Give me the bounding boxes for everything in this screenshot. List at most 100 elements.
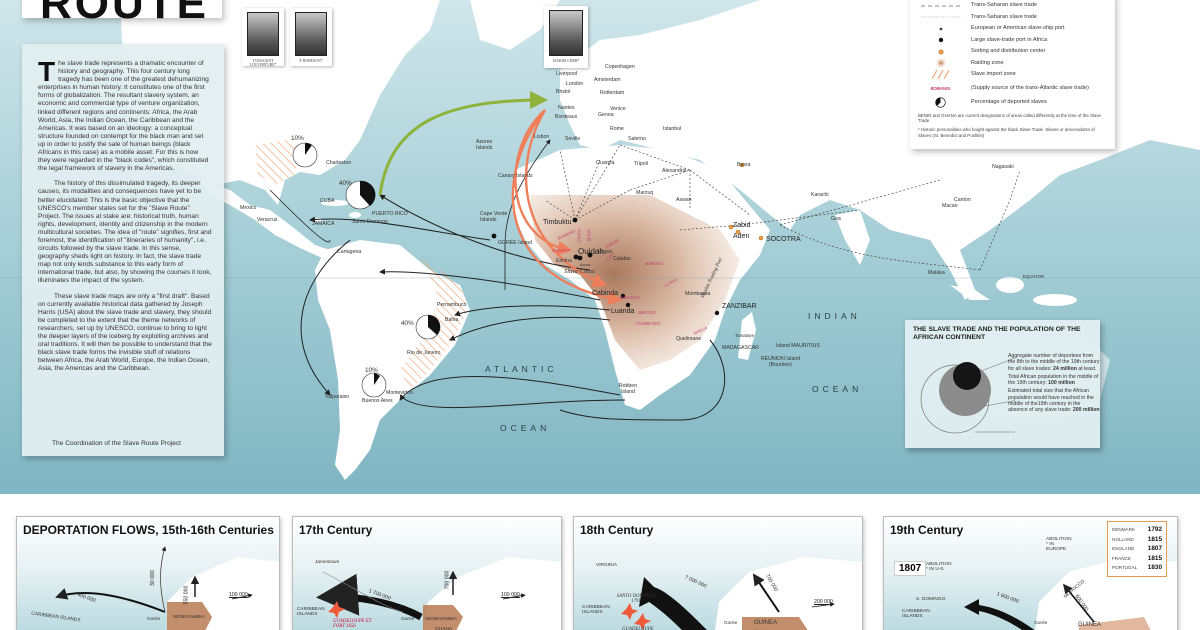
century-panels: DEPORTATION FLOWS, 15th-16th Centuries 4… bbox=[0, 494, 1200, 630]
legend-row: Trans-Saharan slave trade bbox=[918, 0, 1107, 12]
panel-label: CARIBBEAN ISLANDS bbox=[582, 605, 610, 615]
panel-label: SANTO DOMINGO 1791 bbox=[616, 594, 656, 604]
pct-caribbean: 40% bbox=[339, 180, 352, 187]
map-legend: Trans-Saharan slave trade Trans-Saharan … bbox=[910, 0, 1115, 149]
place-malaka: Malaka bbox=[928, 270, 945, 276]
population-box-text: Aggregate number of deportees from the 8… bbox=[1008, 353, 1100, 414]
place-lagos: Lagos bbox=[598, 249, 613, 255]
place-rome: Rome bbox=[610, 126, 624, 132]
legend-row: Slave import zone bbox=[918, 69, 1107, 81]
tribe-label: BOBANGI bbox=[645, 261, 663, 266]
panel-label: Jamestown bbox=[315, 560, 340, 565]
pie-chart-icon bbox=[918, 96, 963, 108]
place-buenos-aires: Buenos Aires bbox=[362, 398, 393, 404]
place-madagascar: MADAGASCAR bbox=[722, 345, 759, 351]
legend-row: Large slave-trade port in Africa bbox=[918, 35, 1107, 47]
panel-label: GUINEA bbox=[754, 620, 778, 626]
portrait-robeson: P. ROBESON* bbox=[290, 8, 332, 66]
place-rio: Rio de Janeiro bbox=[407, 350, 441, 356]
intro-signature: The Coordination of the Slave Route Proj… bbox=[52, 439, 182, 447]
place-nagasaki: Nagasaki bbox=[992, 164, 1014, 170]
pie-caribbean bbox=[345, 180, 376, 210]
place-bahia: Bahia bbox=[445, 317, 459, 323]
place-accra: Accra bbox=[580, 262, 591, 267]
portrait-photo bbox=[247, 12, 279, 56]
small-dot-icon bbox=[918, 26, 963, 32]
population-circles-icon bbox=[920, 357, 1015, 434]
place-jamaica: JAMAICA bbox=[312, 221, 335, 227]
place-santo-domingo: Santo Domingo bbox=[352, 219, 388, 225]
place-cartagena: Cartagena bbox=[337, 249, 362, 255]
tribe-label: BENIN bbox=[586, 229, 592, 242]
page-title: ROUTE bbox=[40, 0, 209, 28]
pie-north-america bbox=[292, 142, 318, 168]
place-pernambuco: Pernambuco bbox=[437, 302, 467, 308]
place-mauritius: Island MAURITIUS bbox=[776, 343, 820, 349]
place-alexandria: Alexandria bbox=[662, 168, 687, 174]
place-socotra: SOCOTRA bbox=[766, 236, 801, 243]
tribe-label: MBUNDU bbox=[638, 310, 656, 315]
place-liverpool: Liverpool bbox=[556, 71, 578, 77]
panel-label: SENEGAMBIA bbox=[173, 615, 205, 620]
flow-value: 100 000 bbox=[229, 592, 248, 598]
place-puerto-rico: PUERTO RICO bbox=[372, 211, 408, 217]
place-goa: Goa bbox=[831, 216, 841, 222]
panel-label: VIRGINIA bbox=[596, 563, 618, 568]
place-ouargla: Ouargla bbox=[596, 160, 615, 166]
place-macao: Macao bbox=[942, 203, 958, 209]
ocean-indian-2: OCEAN bbox=[812, 384, 863, 394]
place-azores: Azores Islands bbox=[476, 139, 493, 151]
place-bordeaux: Bordeaux bbox=[555, 114, 578, 120]
panel-title: 19th Century bbox=[890, 523, 964, 537]
place-zabid: Zabid bbox=[733, 222, 751, 229]
intro-paragraph-1: he slave trade represents a dramatic enc… bbox=[38, 60, 209, 173]
panel-label: S. DOMINGO bbox=[916, 597, 946, 602]
place-cuba: CUBA bbox=[320, 198, 335, 204]
panel-label: CARIBBEAN ISLANDS bbox=[297, 607, 325, 617]
flow-value: 30 000 bbox=[149, 570, 156, 586]
panel-label: SENEGAMBIA bbox=[425, 617, 457, 622]
place-charleston: Charleston bbox=[326, 160, 352, 166]
pct-north-america: 10% bbox=[291, 135, 304, 142]
panel-title: 17th Century bbox=[299, 523, 373, 537]
tribe-label: BAKONGO bbox=[620, 295, 640, 300]
place-genoa: Genoa bbox=[598, 112, 614, 118]
place-istanbul: Istanbul bbox=[663, 126, 682, 132]
panel-label: Gorée bbox=[147, 617, 161, 622]
intro-paragraph-3: These slave trade maps are only a "first… bbox=[38, 292, 212, 373]
place-timbuktu: Timbuktu bbox=[543, 219, 572, 226]
panel-label: ABOLITION * IN U-S bbox=[926, 562, 952, 572]
legend-note: BENIN and GHANA are current designations… bbox=[918, 112, 1101, 123]
place-slave-coast: Slave Coast bbox=[564, 268, 595, 275]
place-canary: Canary Islands bbox=[498, 173, 533, 179]
place-elmina: Elmina bbox=[556, 258, 572, 264]
hatch-icon bbox=[918, 70, 963, 80]
panel-15th-16th: DEPORTATION FLOWS, 15th-16th Centuries 4… bbox=[16, 516, 280, 630]
ocean-atlantic-2: OCEAN bbox=[500, 423, 551, 433]
place-amsterdam: Amsterdam bbox=[594, 77, 621, 83]
bobangi-sample: BOBANGI bbox=[930, 85, 951, 91]
panel-label: GUINEA bbox=[1078, 622, 1102, 628]
legend-footnote: * Historic personalities who fought agai… bbox=[918, 127, 1095, 138]
place-quelimane: Quelimane bbox=[676, 336, 702, 342]
place-marzuq: Marzuq bbox=[636, 190, 654, 196]
panel-18th: 18th Century VIRGINIA SANTO DOMINGO 1791… bbox=[573, 516, 863, 630]
portrait-photo bbox=[549, 10, 583, 56]
place-luanda: Luanda bbox=[611, 308, 635, 315]
place-aswan: Aswan bbox=[676, 197, 692, 203]
population-value: 100 million bbox=[1048, 380, 1075, 387]
place-venice: Venice bbox=[610, 106, 626, 112]
place-robben: Robben Island bbox=[618, 383, 638, 395]
place-bristol: Bristol bbox=[556, 89, 571, 95]
panel-label: GUADELOUPE ET FORT 1656 bbox=[333, 619, 372, 629]
legend-row: European or American slave-ship port bbox=[918, 23, 1107, 35]
pie-south bbox=[361, 372, 387, 398]
dashed-line-icon bbox=[918, 4, 963, 8]
flow-value: 550 000 bbox=[183, 585, 190, 605]
title-box: ROUTE bbox=[22, 0, 222, 28]
place-mexico: Mexico bbox=[240, 205, 257, 211]
